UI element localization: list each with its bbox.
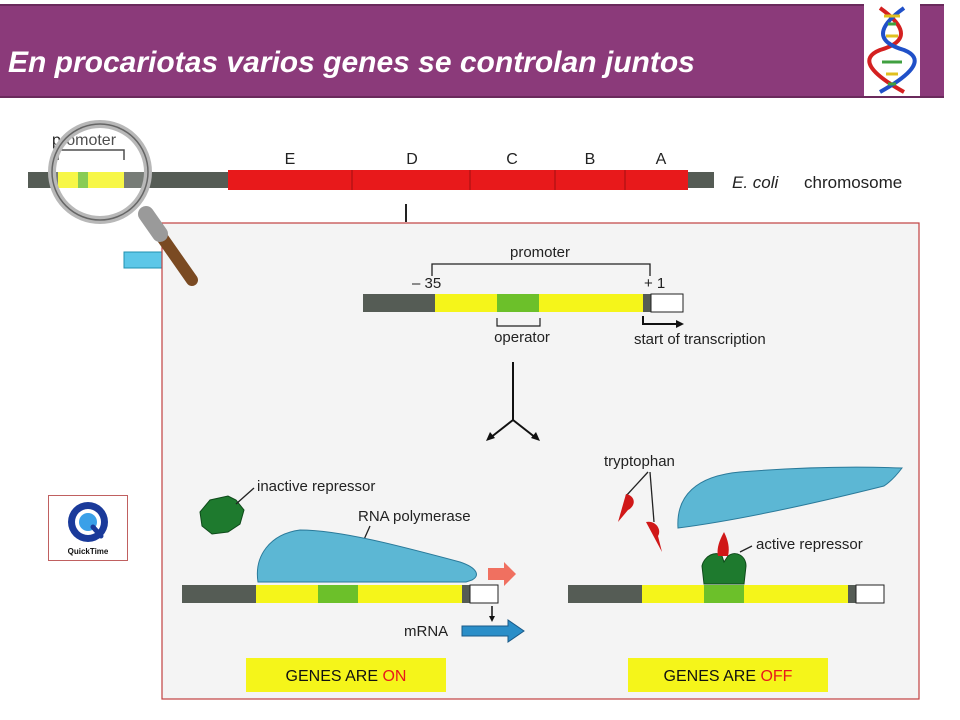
genes-on-badge <box>246 658 446 692</box>
tryptophan-label: tryptophan <box>604 453 675 470</box>
chromosome-bar <box>28 170 714 190</box>
genes-off-text: GENES ARE OFF <box>664 668 793 685</box>
tryptophan-molecule-2 <box>646 521 662 552</box>
dna-icon <box>864 2 920 96</box>
tryptophan-molecule-1 <box>618 494 634 522</box>
title-bar: En procariotas varios genes se controlan… <box>0 4 944 98</box>
right-dna <box>568 584 885 604</box>
genes-on-text: GENES ARE ON <box>286 668 407 685</box>
detail-promoter-label: promoter <box>510 244 570 261</box>
rna-polymerase-label: RNA polymerase <box>358 508 471 525</box>
plus-1-label: + 1 <box>644 275 665 292</box>
gene-label-e: E <box>285 151 296 168</box>
magnifier-icon <box>48 120 198 286</box>
quicktime-icon[interactable]: QuickTime <box>48 495 128 561</box>
gene-label-c: C <box>506 151 518 168</box>
gene-label-b: B <box>585 151 596 168</box>
slide-title: En procariotas varios genes se controlan… <box>8 46 695 79</box>
transcription-arrow <box>642 316 676 325</box>
minus-35-label: – 35 <box>412 275 441 292</box>
start-of-transcription-label: start of transcription <box>634 331 766 348</box>
active-repressor-label: active repressor <box>756 536 863 553</box>
promoter-dna <box>363 293 684 313</box>
inactive-repressor-shape <box>199 495 245 535</box>
polymerase-move-arrow <box>488 562 516 586</box>
left-dna <box>182 584 499 604</box>
mrna-arrow <box>461 619 525 643</box>
free-rna-polymerase-shape <box>677 466 903 529</box>
gene-label-d: D <box>406 151 418 168</box>
split-arrow <box>489 362 537 439</box>
gene-label-a: A <box>656 151 667 168</box>
active-repressor-shape <box>701 553 747 585</box>
ecoli-label: E. coli <box>732 173 780 192</box>
chromosome-label: chromosome <box>804 173 902 192</box>
svg-text:QuickTime: QuickTime <box>68 547 109 556</box>
genes-off-badge <box>628 658 828 692</box>
mrna-label: mRNA <box>404 623 448 640</box>
bound-tryptophan <box>717 532 729 556</box>
inactive-repressor-label: inactive repressor <box>257 478 375 495</box>
rna-polymerase-shape <box>256 529 477 583</box>
operator-label: operator <box>494 329 550 346</box>
